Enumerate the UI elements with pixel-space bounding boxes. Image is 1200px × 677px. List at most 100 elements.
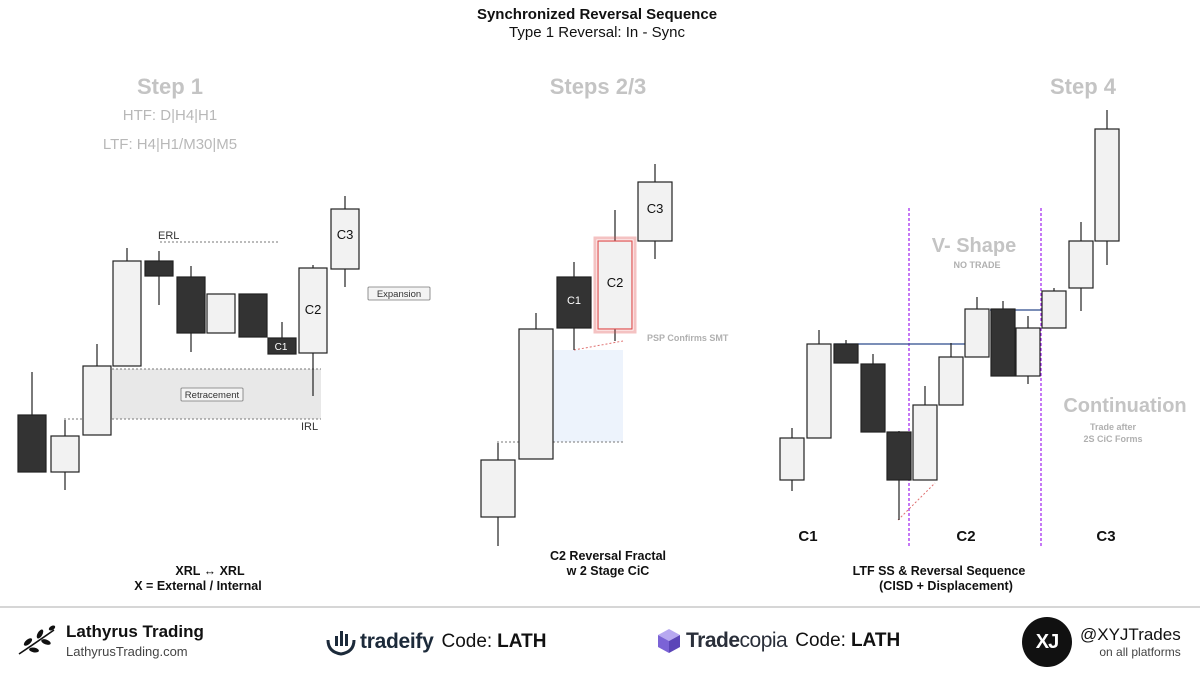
- step1-caption-1: XRL ↔ XRL: [175, 564, 245, 578]
- step4-candle-1-body: [779, 437, 805, 481]
- step4-candle-6-body: [912, 404, 938, 481]
- tradeify-name: tradeify: [360, 630, 434, 653]
- step1-candle-10: [298, 265, 328, 396]
- step1-candle-4-body: [112, 260, 142, 367]
- step4-candle-7: [938, 343, 964, 406]
- step23-candle-4-highlight: [593, 236, 637, 334]
- step1-candle-10-body: [298, 267, 328, 354]
- step4-panel: Step 4 V- Shape NO TRADE Continuation Tr…: [779, 74, 1187, 593]
- step1-htf: HTF: D|H4|H1: [123, 107, 217, 124]
- step4-candle-12: [1068, 222, 1094, 311]
- step4-candle-5: [886, 431, 912, 520]
- step1-candle-8-body: [238, 293, 268, 338]
- psp-label: PSP Confirms SMT: [647, 333, 729, 343]
- tradecopia-name-a: Trade: [686, 629, 740, 652]
- step23-caption-1: C2 Reversal Fractal: [550, 549, 666, 563]
- vshape-label: V- Shape: [932, 235, 1016, 257]
- step4-candle-10-body: [1015, 327, 1041, 377]
- xyj-handle[interactable]: @XYJTrades: [1080, 625, 1181, 644]
- step1-panel: Step 1 HTF: D|H4|H1 LTF: H4|H1/M30|M5 ER…: [17, 74, 431, 593]
- step4-candle-2-body: [806, 343, 832, 439]
- continuation-label: Continuation: [1063, 395, 1186, 417]
- tradeify-promo[interactable]: tradeify Code: LATH: [326, 628, 546, 656]
- xyj-promo[interactable]: XJ @XYJTrades on all platforms: [1022, 617, 1181, 667]
- tradecopia-code: LATH: [850, 630, 901, 651]
- step1-candle-9: [267, 322, 297, 355]
- diagram-subtitle: Type 1 Reversal: In - Sync: [509, 24, 685, 41]
- smt-line: [897, 482, 936, 521]
- step4-candle-8: [964, 297, 990, 358]
- no-trade-label: NO TRADE: [954, 260, 1001, 270]
- step23-candle-5-body: [637, 181, 673, 242]
- step4-candle-6: [912, 386, 938, 481]
- step4-candle-7-body: [938, 356, 964, 406]
- step1-candle-5-body: [144, 260, 174, 277]
- erl-label: ERL: [158, 230, 179, 242]
- step4-heading: Step 4: [1050, 74, 1117, 99]
- step4-c3-label: C3: [1096, 528, 1115, 545]
- retracement-tag: [180, 387, 244, 402]
- psp-smt-line: [573, 340, 624, 351]
- step1-heading: Step 1: [137, 74, 203, 99]
- tradeify-hands-icon: [326, 631, 356, 656]
- step4-candle-13-body: [1094, 128, 1120, 242]
- step4-candle-12-body: [1068, 240, 1094, 289]
- step23-heading: Steps 2/3: [550, 74, 647, 99]
- step1-candle-5: [144, 251, 174, 305]
- step4-candle-11: [1041, 288, 1067, 329]
- retracement-label: Retracement: [185, 390, 240, 401]
- step1-candle-2-body: [50, 435, 80, 473]
- step1-candle-6: [176, 266, 206, 352]
- brand-name: Lathyrus Trading: [66, 622, 204, 641]
- step23-c3-label: C3: [647, 201, 664, 216]
- tradeify-code-label: Code:: [441, 631, 493, 652]
- step23-candle-1: [480, 443, 516, 546]
- footer-bar: Lathyrus Trading LathyrusTrading.com tra…: [0, 606, 1200, 677]
- tradecopia-name-b: copia: [739, 629, 788, 652]
- step23-candle-5: [637, 164, 673, 259]
- step23-caption-2: w 2 Stage CiC: [566, 564, 650, 578]
- step1-ltf: LTF: H4|H1/M30|M5: [103, 136, 237, 153]
- trade-after-label-1: Trade after: [1090, 422, 1137, 432]
- step23-panel: Steps 2/3 C1 C2 C3 PSP Confirms SMT C2 R…: [480, 74, 729, 578]
- step1-candle-9-body: [267, 337, 297, 355]
- step1-candle-1: [17, 372, 47, 473]
- step23-candle-4: [593, 210, 637, 341]
- step23-candle-2-body: [518, 328, 554, 460]
- trade-after-label-2: 2S CiC Forms: [1083, 434, 1142, 444]
- step23-candle-3: [556, 262, 592, 350]
- step1-candle-4: [112, 248, 142, 367]
- step1-candle-3-body: [82, 365, 112, 436]
- step4-candle-3-body: [833, 343, 859, 364]
- tradecopia-code-label: Code:: [795, 630, 846, 651]
- reversal-diagram: Synchronized Reversal Sequence Type 1 Re…: [17, 6, 1187, 593]
- step1-candle-6-body: [176, 276, 206, 334]
- step4-candle-4-body: [860, 363, 886, 433]
- step4-candle-8-body: [964, 308, 990, 358]
- step4-candle-9: [990, 301, 1016, 377]
- expansion-label: Expansion: [377, 289, 421, 300]
- lathyrus-brand[interactable]: Lathyrus Trading LathyrusTrading.com: [16, 622, 204, 659]
- expansion-tag: [367, 286, 431, 301]
- irl-label: IRL: [301, 421, 318, 433]
- diagram-title: Synchronized Reversal Sequence: [477, 6, 717, 23]
- step4-candle-9-body: [990, 308, 1016, 377]
- step4-candle-10: [1015, 316, 1041, 384]
- xyj-handle-sub: on all platforms: [1099, 645, 1181, 659]
- step4-c2-label: C2: [956, 528, 975, 545]
- step1-candle-3: [82, 344, 112, 436]
- step4-candle-5-body: [886, 431, 912, 481]
- step23-candle-2: [518, 313, 554, 460]
- step4-caption-1: LTF SS & Reversal Sequence: [853, 564, 1026, 578]
- step23-candle-4-body: [597, 240, 633, 330]
- tradecopia-promo[interactable]: Tradecopia Code: LATH: [657, 628, 900, 654]
- brand-url[interactable]: LathyrusTrading.com: [66, 644, 188, 659]
- tradecopia-cube-icon: [658, 629, 680, 653]
- step1-candle-7-body: [206, 293, 236, 334]
- step1-caption-2: X = External / Internal: [134, 579, 261, 593]
- step1-candle-1-body: [17, 414, 47, 473]
- step1-candle-11-body: [330, 208, 360, 270]
- step4-candle-13: [1094, 110, 1120, 265]
- step1-candle-8: [238, 293, 268, 338]
- step23-c2-label: C2: [607, 275, 624, 290]
